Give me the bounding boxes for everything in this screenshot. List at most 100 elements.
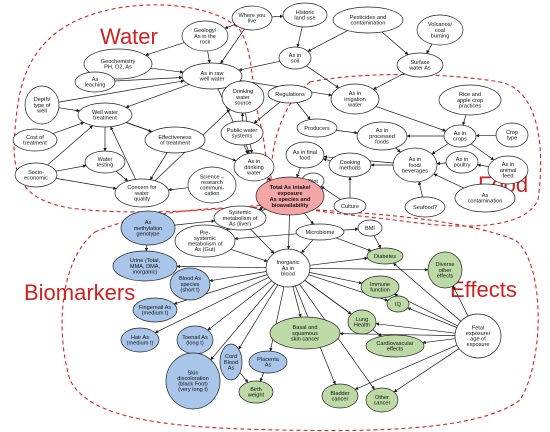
node-shape-as-poultry bbox=[445, 150, 479, 174]
edge-bmi-to-diabetes bbox=[373, 235, 382, 249]
node-shape-as-in-soil bbox=[278, 46, 312, 70]
node-label-microbiome: Microbiome bbox=[306, 230, 335, 236]
node-shape-as-drinking bbox=[233, 152, 275, 182]
edge-socio_economic-to-water_testing bbox=[55, 164, 87, 172]
node-shape-basal-cancer bbox=[269, 316, 341, 350]
edge-microbiome-to-inorganic_blood bbox=[301, 239, 314, 254]
node-diabetes: DiabetesDiabetes bbox=[366, 247, 404, 265]
edge-center-to-systemic_metab bbox=[258, 206, 264, 211]
node-shape-drinking-source bbox=[221, 80, 265, 114]
node-presystemic-metab: Pre-systemic metabolism of As (Gut)Pre-s… bbox=[174, 224, 236, 258]
edge-culture-to-diet bbox=[320, 186, 341, 200]
edge-where_you_live-to-historic_land_use bbox=[271, 14, 284, 19]
edge-effectiveness-to-concern_quality bbox=[150, 152, 168, 180]
node-shape-hair bbox=[120, 327, 160, 353]
node-label-producers: Producers bbox=[304, 126, 330, 132]
node-shape-immune bbox=[360, 275, 400, 299]
node-culture: CultureCulture bbox=[333, 197, 367, 215]
edge-inorganic_blood-to-placenta bbox=[269, 286, 285, 352]
edge-as_animal_feed-to-as_poultry bbox=[477, 163, 489, 167]
edge-inorganic_blood-to-hair bbox=[154, 276, 269, 334]
node-shape-pesticides bbox=[332, 6, 404, 34]
node-shape-as-leaching bbox=[74, 71, 116, 93]
node-shape-cardio bbox=[365, 334, 425, 358]
node-shape-cost-treatment bbox=[12, 128, 58, 152]
edge-depth_well-to-well_treatment bbox=[58, 107, 80, 113]
node-shape-rice-apple bbox=[438, 84, 502, 116]
node-shape-skin-discolor bbox=[165, 352, 221, 410]
edge-depth_well-to-as_raw_well bbox=[58, 79, 185, 103]
node-shape-seafood bbox=[404, 196, 446, 218]
node-label-seafood: Seafood? bbox=[413, 205, 437, 211]
edge-regulations-to-public_water bbox=[253, 101, 281, 124]
node-shape-methylation bbox=[120, 210, 176, 246]
edge-public_water-to-as_drinking bbox=[245, 144, 250, 154]
node-shape-as-animal-feed bbox=[487, 155, 529, 185]
node-regulations: RegulationsRegulations bbox=[267, 84, 313, 104]
edge-where_you_live-to-as_raw_well bbox=[220, 28, 245, 64]
node-shape-depth-well bbox=[24, 85, 60, 125]
node-shape-cooking bbox=[328, 152, 372, 178]
edge-systemic_metab-to-inorganic_blood bbox=[250, 228, 275, 254]
edge-fetal-to-diverse_effects bbox=[452, 285, 469, 317]
edge-as_irrigation-to-as_crops bbox=[375, 106, 447, 132]
node-shape-geochemistry bbox=[83, 48, 153, 80]
node-shape-bmi bbox=[357, 219, 383, 237]
node-shape-science-comm bbox=[187, 166, 237, 204]
edge-socio_economic-to-concern_quality bbox=[56, 178, 117, 190]
node-shape-surface-water bbox=[396, 52, 444, 78]
edge-inorganic_blood-to-basal_cancer bbox=[292, 286, 302, 318]
node-label-diabetes: Diabetes bbox=[374, 254, 396, 260]
edge-science_comm-to-concern_quality bbox=[168, 187, 189, 192]
node-seafood: Seafood?Seafood? bbox=[404, 196, 446, 218]
edge-methylation-to-urine bbox=[144, 244, 149, 252]
edge-cord_blood-to-birth_weight bbox=[239, 372, 249, 383]
edge-geology-to-as_raw_well bbox=[207, 50, 211, 64]
node-shape-presystemic-metab bbox=[174, 224, 236, 258]
node-shape-crop-type bbox=[495, 122, 529, 148]
node-shape-as-crops bbox=[443, 124, 477, 148]
node-label-socio-economic: Socio-economic bbox=[24, 170, 48, 182]
edge-where_you_live-to-geology bbox=[224, 24, 236, 29]
edge-as_contamination-to-as_food_bev bbox=[433, 173, 465, 189]
node-shape-historic-land-use bbox=[282, 2, 328, 28]
edge-rice_apple-to-as_crops bbox=[462, 114, 467, 126]
